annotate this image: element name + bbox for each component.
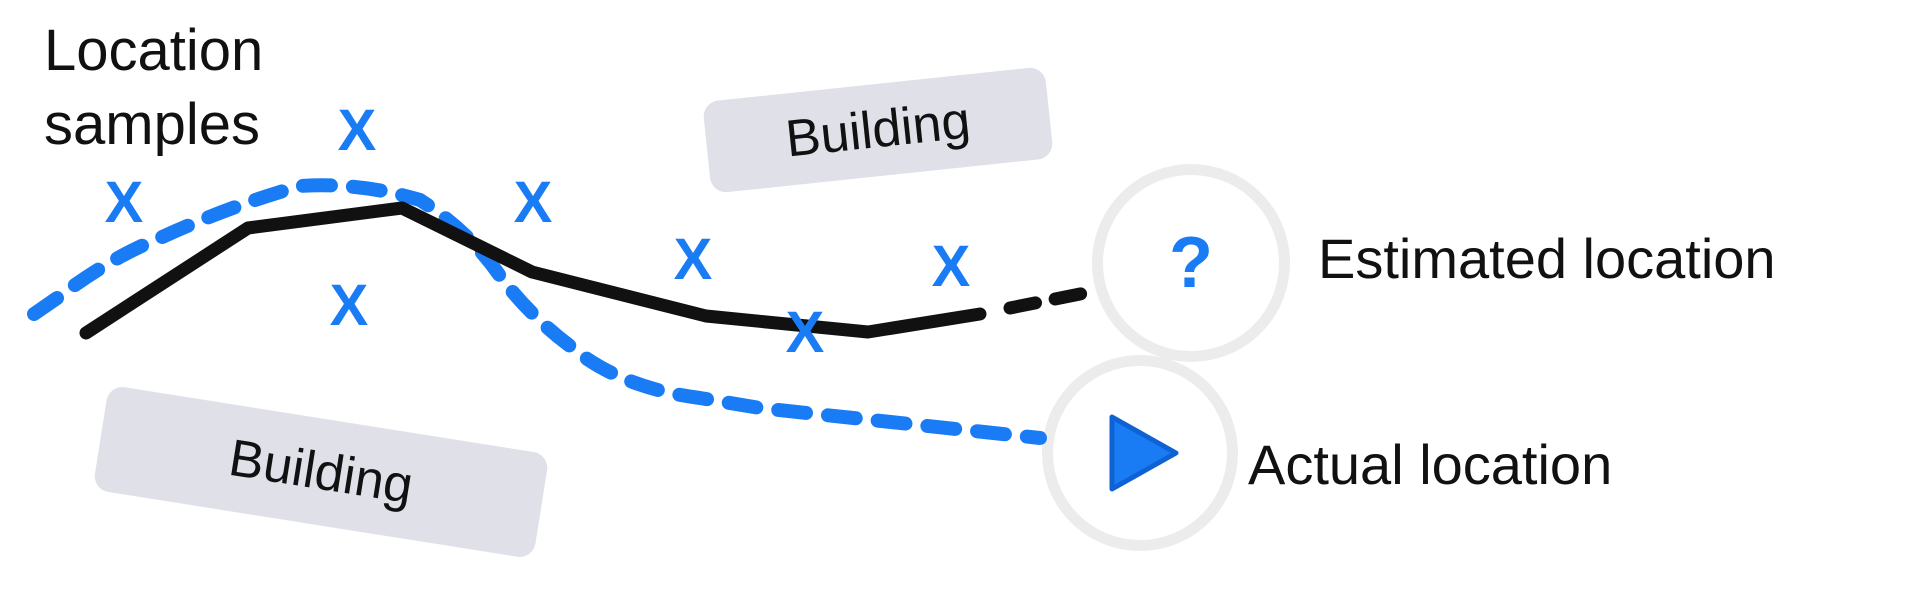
location-samples: X X X X X X X: [105, 98, 971, 365]
sample-x: X: [338, 98, 377, 163]
sample-x: X: [674, 227, 713, 292]
actual-location-label: Actual location: [1248, 433, 1613, 496]
sample-x: X: [330, 273, 369, 338]
location-samples-label-line1: Location: [44, 18, 264, 83]
sample-x: X: [932, 234, 971, 299]
actual-path: [27, 178, 1047, 445]
question-mark-icon: ?: [1169, 223, 1213, 303]
play-arrow-icon: [1109, 414, 1179, 492]
location-samples-label: Location samples: [44, 14, 263, 162]
estimated-path-dashed: [1003, 283, 1107, 315]
estimated-location-marker: ?: [1092, 164, 1290, 362]
estimated-location-label: Estimated location: [1318, 227, 1776, 290]
actual-location-marker: [1042, 355, 1238, 551]
sample-x: X: [786, 300, 825, 365]
sample-x: X: [105, 170, 144, 235]
sample-x: X: [514, 170, 553, 235]
estimated-path-solid: [79, 201, 987, 340]
location-samples-label-line2: samples: [44, 92, 260, 157]
